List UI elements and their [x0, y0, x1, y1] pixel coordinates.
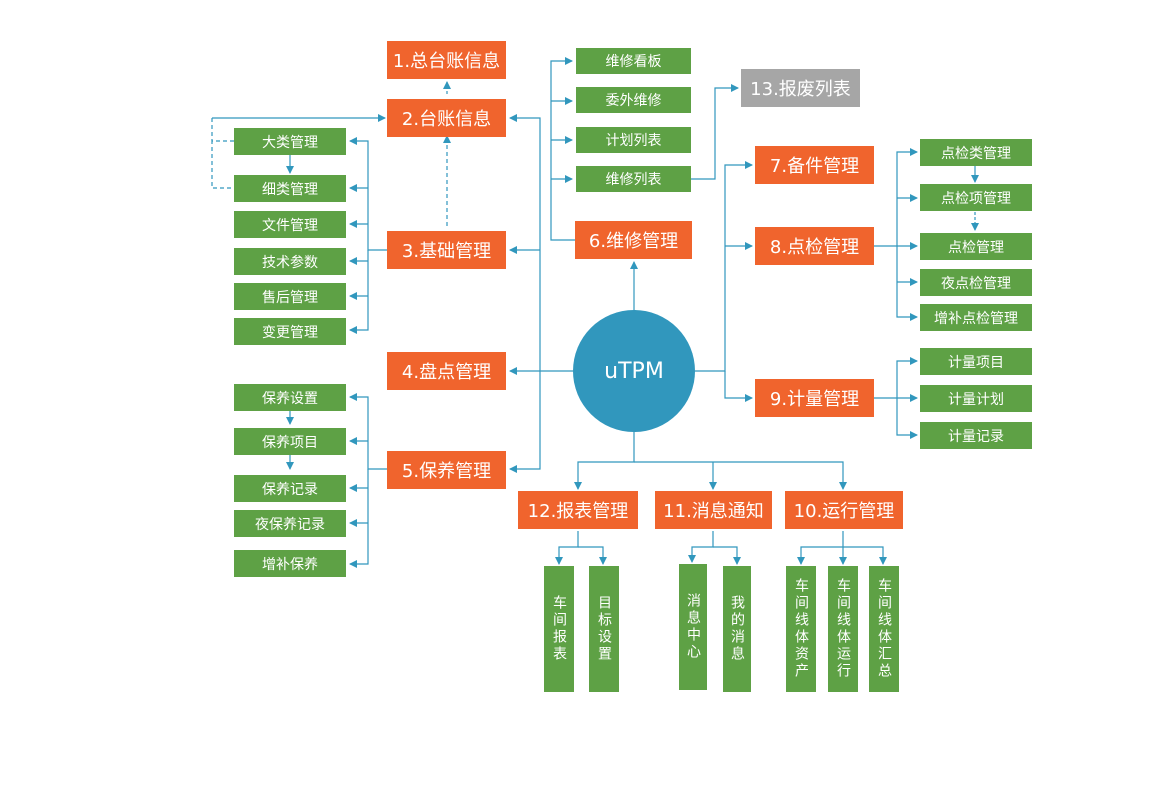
module-basic[interactable]: 3.基础管理	[387, 231, 506, 269]
submodule-inspection[interactable]: 点检管理	[920, 233, 1032, 260]
submodule-repair[interactable]: 维修看板	[576, 48, 691, 74]
submodule-basic[interactable]: 大类管理	[234, 128, 346, 155]
submodule-repair[interactable]: 维修列表	[576, 166, 691, 192]
submodule-inspection[interactable]: 点检项管理	[920, 184, 1032, 211]
submodule-maintenance[interactable]: 保养记录	[234, 475, 346, 502]
module-report[interactable]: 12.报表管理	[518, 491, 638, 529]
submodule-measurement[interactable]: 计量记录	[920, 422, 1032, 449]
submodule-inspection[interactable]: 夜点检管理	[920, 269, 1032, 296]
submodule-basic[interactable]: 细类管理	[234, 175, 346, 202]
module-ledger[interactable]: 2.台账信息	[387, 99, 506, 137]
module-operation[interactable]: 10.运行管理	[785, 491, 903, 529]
module-measurement[interactable]: 9.计量管理	[755, 379, 874, 417]
submodule-basic[interactable]: 变更管理	[234, 318, 346, 345]
module-inspection[interactable]: 8.点检管理	[755, 227, 874, 265]
center-node-utpm[interactable]: uTPM	[573, 310, 695, 432]
submodule-basic[interactable]: 技术参数	[234, 248, 346, 275]
submodule-operation[interactable]: 车间线体汇总	[869, 566, 899, 692]
module-maintenance[interactable]: 5.保养管理	[387, 451, 506, 489]
submodule-message[interactable]: 我的消息	[723, 566, 751, 692]
submodule-inspection[interactable]: 点检类管理	[920, 139, 1032, 166]
module-total-ledger[interactable]: 1.总台账信息	[387, 41, 506, 79]
module-message[interactable]: 11.消息通知	[655, 491, 772, 529]
submodule-report[interactable]: 车间报表	[544, 566, 574, 692]
submodule-repair[interactable]: 委外维修	[576, 87, 691, 113]
submodule-maintenance[interactable]: 夜保养记录	[234, 510, 346, 537]
module-scrap-list[interactable]: 13.报废列表	[741, 69, 860, 107]
submodule-report[interactable]: 目标设置	[589, 566, 619, 692]
submodule-message[interactable]: 消息中心	[679, 564, 707, 690]
submodule-maintenance[interactable]: 增补保养	[234, 550, 346, 577]
submodule-measurement[interactable]: 计量计划	[920, 385, 1032, 412]
submodule-repair[interactable]: 计划列表	[576, 127, 691, 153]
module-inventory[interactable]: 4.盘点管理	[387, 352, 506, 390]
submodule-basic[interactable]: 售后管理	[234, 283, 346, 310]
submodule-measurement[interactable]: 计量项目	[920, 348, 1032, 375]
module-repair[interactable]: 6.维修管理	[575, 221, 692, 259]
submodule-operation[interactable]: 车间线体资产	[786, 566, 816, 692]
submodule-maintenance[interactable]: 保养项目	[234, 428, 346, 455]
submodule-inspection[interactable]: 增补点检管理	[920, 304, 1032, 331]
module-spare-parts[interactable]: 7.备件管理	[755, 146, 874, 184]
submodule-operation[interactable]: 车间线体运行	[828, 566, 858, 692]
submodule-maintenance[interactable]: 保养设置	[234, 384, 346, 411]
submodule-basic[interactable]: 文件管理	[234, 211, 346, 238]
